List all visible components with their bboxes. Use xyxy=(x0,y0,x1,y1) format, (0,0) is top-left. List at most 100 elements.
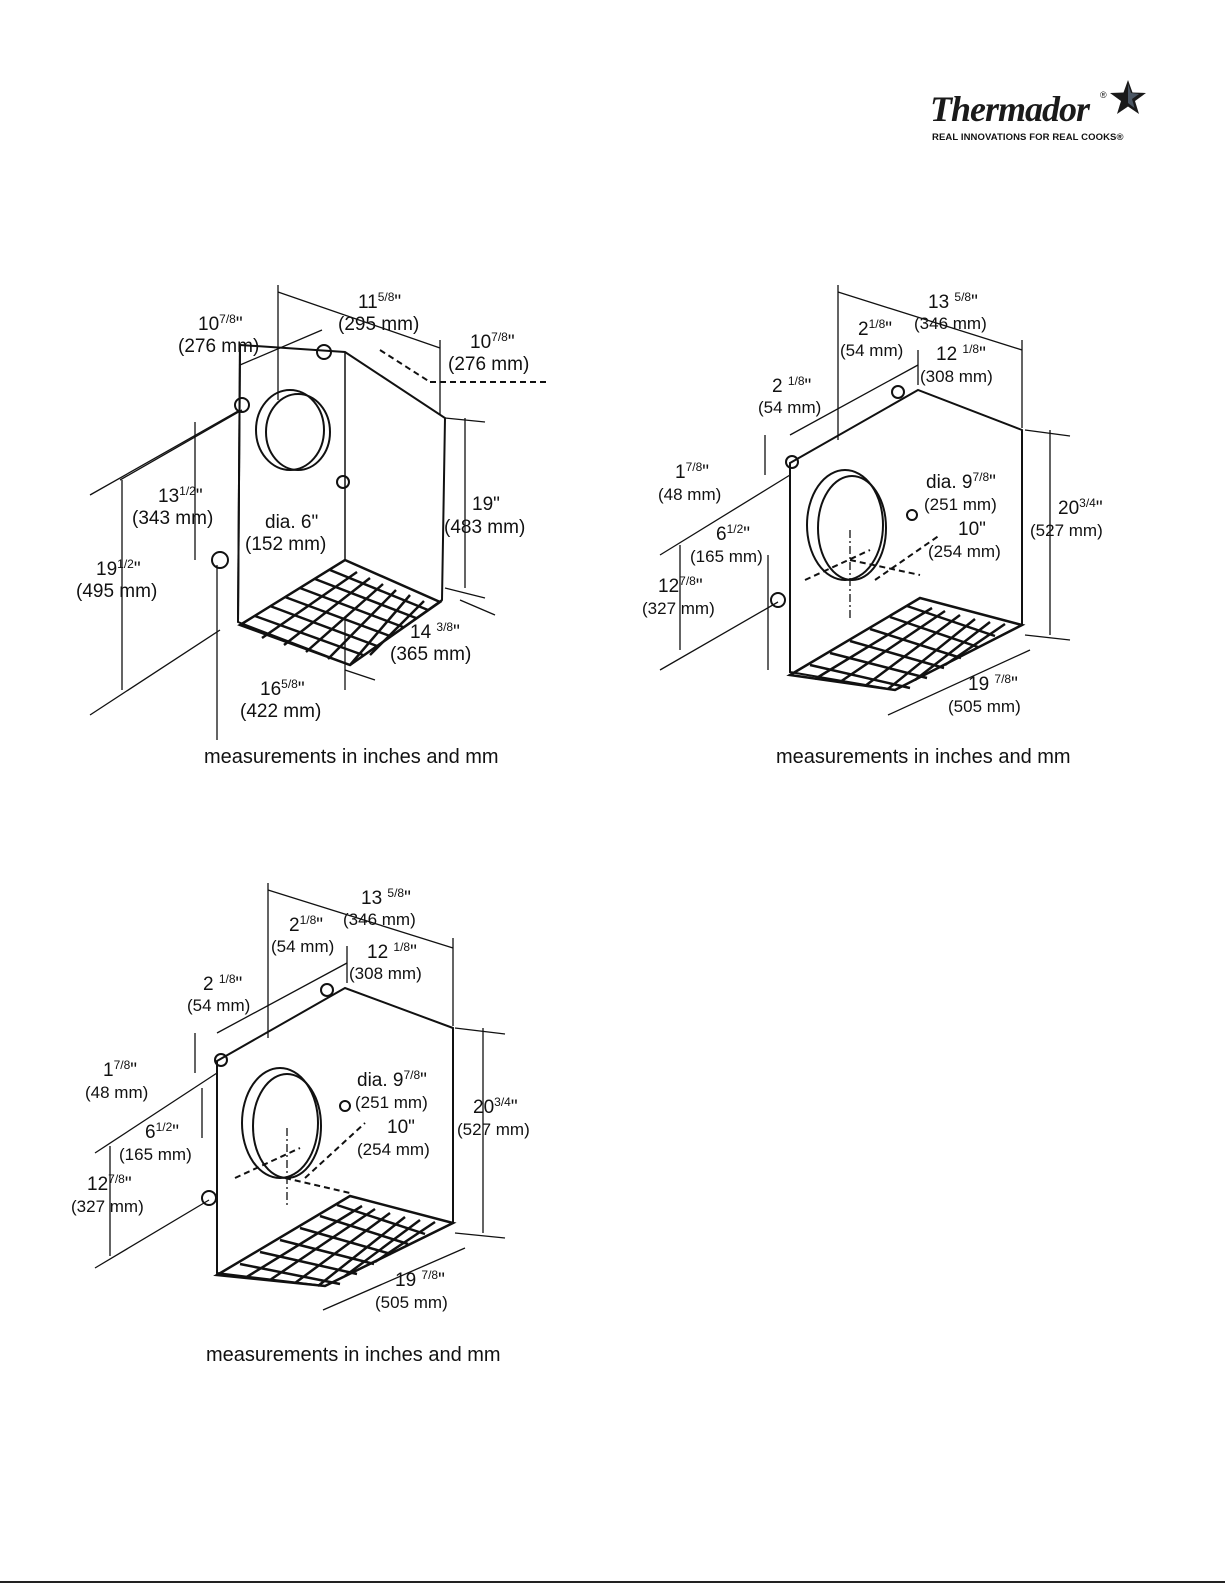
dim-height: 203/4" (527 mm) xyxy=(1030,496,1103,540)
svg-text:(483 mm): (483 mm) xyxy=(444,517,525,538)
svg-text:2 1/8": 2 1/8" xyxy=(772,374,811,397)
svg-text:(152 mm): (152 mm) xyxy=(245,534,326,555)
bracket-top-left xyxy=(785,455,799,469)
bracket-bottom-left xyxy=(770,592,786,608)
svg-text:203/4": 203/4" xyxy=(1058,496,1103,519)
svg-text:13 5/8": 13 5/8" xyxy=(361,886,411,909)
brand-tagline: REAL INNOVATIONS FOR REAL COOKS® xyxy=(932,132,1124,143)
svg-text:(527 mm): (527 mm) xyxy=(457,1120,530,1139)
dim-top-width: 13 5/8" (346 mm) xyxy=(343,886,416,929)
svg-text:2 1/8": 2 1/8" xyxy=(203,972,242,995)
svg-text:(54 mm): (54 mm) xyxy=(187,996,250,1015)
svg-text:21/8": 21/8" xyxy=(858,317,892,340)
svg-text:(165 mm): (165 mm) xyxy=(690,547,763,566)
svg-text:12 1/8": 12 1/8" xyxy=(936,342,986,365)
footer-rule xyxy=(0,1581,1225,1583)
svg-text:(165 mm): (165 mm) xyxy=(119,1145,192,1164)
svg-text:(346 mm): (346 mm) xyxy=(914,314,987,333)
svg-text:61/2": 61/2" xyxy=(716,522,750,545)
svg-text:(505 mm): (505 mm) xyxy=(948,697,1021,716)
svg-text:19 7/8": 19 7/8" xyxy=(395,1268,445,1291)
svg-text:127/8": 127/8" xyxy=(87,1172,132,1195)
dim-lower-height: 127/8" (327 mm) xyxy=(642,574,715,618)
dim-side-offset: 2 1/8" (54 mm) xyxy=(187,972,250,1015)
svg-text:dia. 6": dia. 6" xyxy=(265,512,318,533)
svg-text:115/8": 115/8" xyxy=(358,290,401,313)
bracket-top-right xyxy=(891,385,905,399)
svg-text:127/8": 127/8" xyxy=(658,574,703,597)
dim-right-depth: 107/8" (276 mm) xyxy=(448,330,529,375)
dim-total-height: 191/2" (495 mm) xyxy=(76,557,157,602)
dimension-diagram-3: 13 5/8" (346 mm) 21/8" (54 mm) 12 1/8" (… xyxy=(71,883,530,1312)
brand-logo: Thermador ® REAL INNOVATIONS FOR REAL CO… xyxy=(930,80,1150,152)
svg-text:(48 mm): (48 mm) xyxy=(658,485,721,504)
svg-text:dia. 97/8": dia. 97/8" xyxy=(926,470,996,493)
svg-text:(343 mm): (343 mm) xyxy=(132,508,213,529)
bracket-top-right xyxy=(316,344,332,360)
dim-top-depth: 12 1/8" (308 mm) xyxy=(920,342,993,386)
dim-bracket-gap: 17/8" (48 mm) xyxy=(85,1058,148,1102)
svg-text:10": 10" xyxy=(958,519,986,540)
grease-filter-grid xyxy=(213,1194,457,1288)
svg-text:19": 19" xyxy=(472,494,500,515)
bracket-bottom-left xyxy=(201,1190,217,1206)
brand-registered-mark: ® xyxy=(1100,90,1107,100)
svg-text:13 5/8": 13 5/8" xyxy=(928,290,978,313)
svg-text:(54 mm): (54 mm) xyxy=(271,937,334,956)
svg-text:(54 mm): (54 mm) xyxy=(840,341,903,360)
dim-height: 19" (483 mm) xyxy=(444,494,525,538)
svg-text:dia. 97/8": dia. 97/8" xyxy=(357,1068,427,1091)
dim-outlet-diameter: dia. 97/8" (251 mm) xyxy=(355,1068,428,1112)
dim-top-width: 13 5/8" (346 mm) xyxy=(914,290,987,333)
grease-filter-grid xyxy=(237,558,443,667)
svg-text:(527 mm): (527 mm) xyxy=(1030,521,1103,540)
svg-text:(251 mm): (251 mm) xyxy=(355,1093,428,1112)
star-icon xyxy=(1110,80,1146,114)
svg-text:131/2": 131/2" xyxy=(158,484,203,507)
svg-text:(308 mm): (308 mm) xyxy=(349,964,422,983)
svg-text:107/8": 107/8" xyxy=(470,330,515,353)
dimension-diagram-1: 115/8" (295 mm) 107/8" (276 mm) 107/8" (… xyxy=(76,285,550,740)
svg-text:(254 mm): (254 mm) xyxy=(928,542,1001,561)
dim-top-offset: 21/8" (54 mm) xyxy=(271,913,334,956)
svg-text:(276 mm): (276 mm) xyxy=(448,354,529,375)
svg-text:(295 mm): (295 mm) xyxy=(338,314,419,335)
svg-text:61/2": 61/2" xyxy=(145,1120,179,1143)
svg-text:203/4": 203/4" xyxy=(473,1095,518,1118)
svg-text:(327 mm): (327 mm) xyxy=(642,599,715,618)
svg-text:21/8": 21/8" xyxy=(289,913,323,936)
svg-text:14 3/8": 14 3/8" xyxy=(410,620,460,643)
svg-text:(505 mm): (505 mm) xyxy=(375,1293,448,1312)
dim-side-offset: 2 1/8" (54 mm) xyxy=(758,374,821,417)
svg-text:(327 mm): (327 mm) xyxy=(71,1197,144,1216)
svg-text:(308 mm): (308 mm) xyxy=(920,367,993,386)
svg-text:(54 mm): (54 mm) xyxy=(758,398,821,417)
dim-bottom-width: 19 7/8" (505 mm) xyxy=(948,672,1021,716)
grease-filter-grid xyxy=(786,596,1026,692)
dim-outlet-diameter: dia. 97/8" (251 mm) xyxy=(924,470,997,514)
svg-text:(422 mm): (422 mm) xyxy=(240,701,321,722)
svg-text:191/2": 191/2" xyxy=(96,557,141,580)
bracket-top-left xyxy=(214,1053,228,1067)
dim-left-depth: 107/8" (276 mm) xyxy=(178,312,259,357)
dim-outlet-offset: 10" (254 mm) xyxy=(357,1117,430,1159)
svg-text:(254 mm): (254 mm) xyxy=(357,1140,430,1159)
dim-bottom-width: 165/8" (422 mm) xyxy=(240,677,321,722)
dim-lower-height: 127/8" (327 mm) xyxy=(71,1172,144,1216)
caption-diagram-1: measurements in inches and mm xyxy=(204,746,499,768)
svg-text:(48 mm): (48 mm) xyxy=(85,1083,148,1102)
svg-text:12 1/8": 12 1/8" xyxy=(367,940,417,963)
caption-diagram-2: measurements in inches and mm xyxy=(776,746,1071,768)
dim-top-width: 115/8" (295 mm) xyxy=(338,290,419,335)
svg-text:107/8": 107/8" xyxy=(198,312,243,335)
brand-name: Thermador xyxy=(930,89,1090,129)
dim-height: 203/4" (527 mm) xyxy=(457,1095,530,1139)
dim-front-width: 14 3/8" (365 mm) xyxy=(390,620,471,665)
dim-outlet-diameter: dia. 6" (152 mm) xyxy=(245,512,326,555)
caption-diagram-3: measurements in inches and mm xyxy=(206,1344,501,1366)
box-outline xyxy=(789,388,1023,692)
dim-top-offset: 21/8" (54 mm) xyxy=(840,317,903,360)
dim-bracket-spacing: 61/2" (165 mm) xyxy=(690,522,763,566)
svg-text:165/8": 165/8" xyxy=(260,677,305,700)
svg-text:17/8": 17/8" xyxy=(675,460,709,483)
